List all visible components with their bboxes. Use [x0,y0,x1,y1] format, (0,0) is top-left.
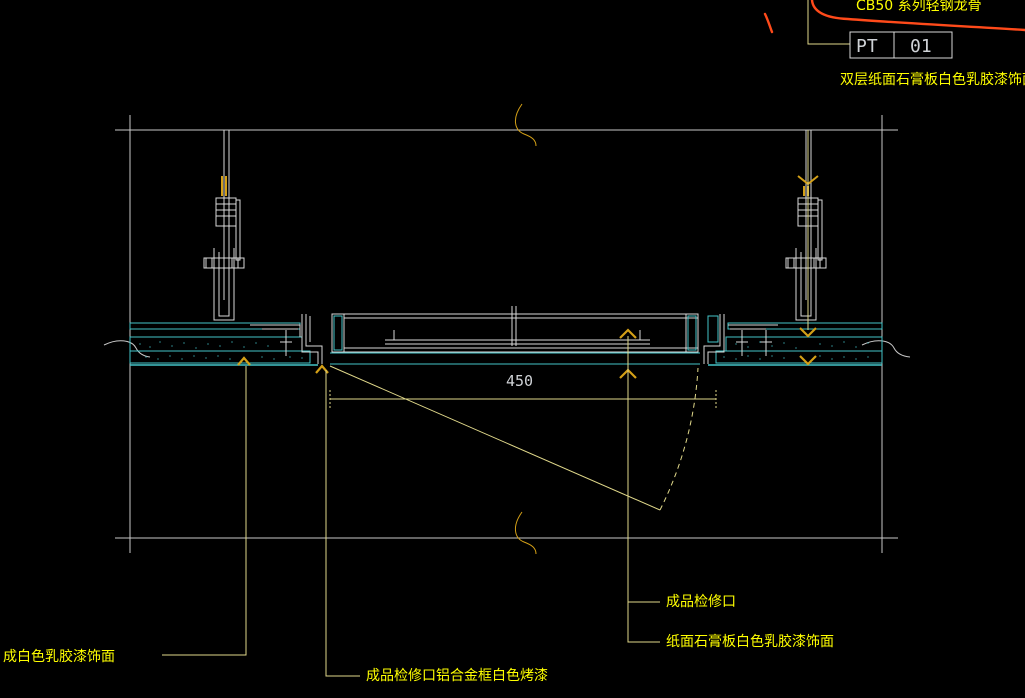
access-panel-board [330,352,700,365]
ceiling-board-right [708,322,883,366]
material-tag-number: 01 [910,36,932,57]
label-board-finish: 纸面石膏板白色乳胶漆饰面 [666,633,834,650]
material-tag-code: PT [856,36,878,57]
section-frame [115,115,898,553]
hanger-rod-left [203,130,245,321]
break-symbol-bottom [515,511,537,555]
label-top-series: CB50 系列轻钢龙骨 [856,0,982,14]
label-finish-left: 成白色乳胶漆饰面 [3,648,115,665]
dimension-value: 450 [506,372,533,390]
label-access-panel: 成品检修口 [666,594,736,610]
access-panel-frame [301,306,725,364]
material-tag [849,31,953,59]
board-hatch-left [139,341,303,360]
leader-lines [162,0,850,677]
break-symbol-right [861,340,911,358]
door-swing [329,365,699,511]
redline-markup [763,0,1025,34]
board-hatch-right [723,341,869,360]
break-symbol-left [103,340,151,358]
dimension-line [329,390,717,408]
break-symbol-top [515,103,537,147]
hanger-accent-left [221,176,227,196]
label-frame: 成品检修口铝合金框白色烤漆 [366,667,548,684]
label-finish-top: 双层纸面石膏板白色乳胶漆饰面 [840,71,1025,88]
hanger-rod-right [785,130,827,321]
